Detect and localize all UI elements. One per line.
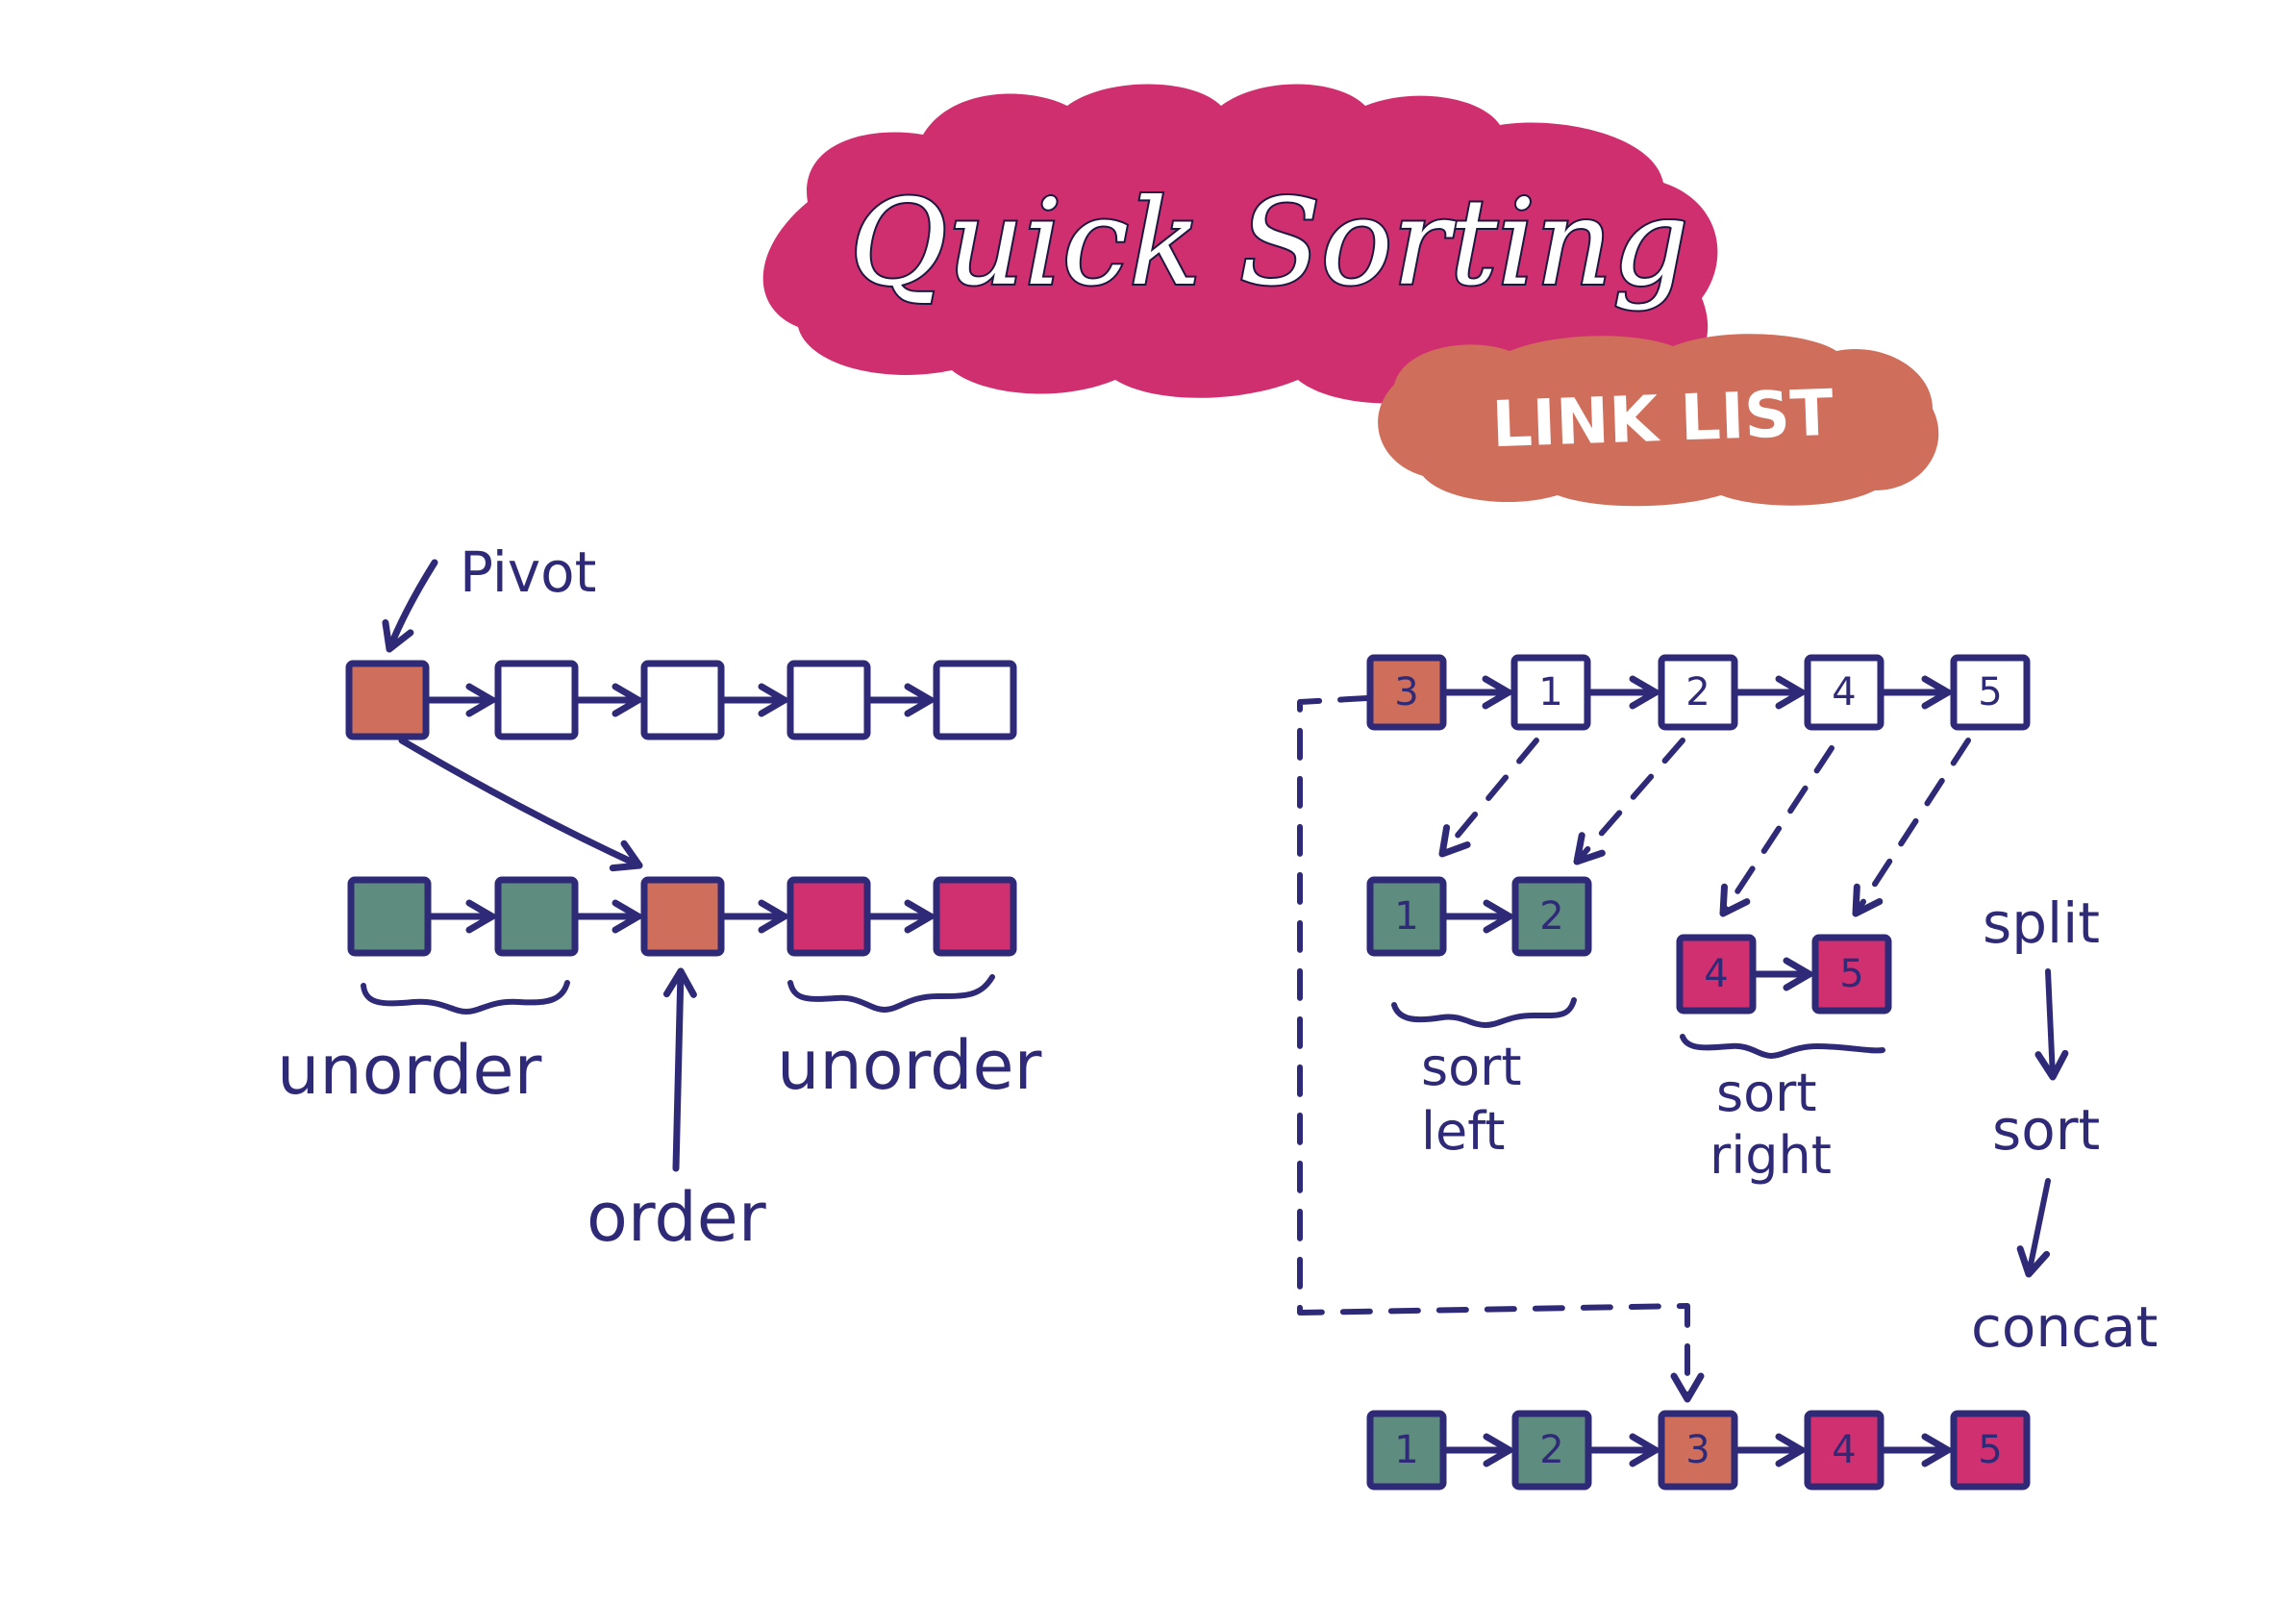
unsorted-list xyxy=(345,660,1017,740)
step-arrow xyxy=(2034,968,2069,1081)
result-node-label: 5 xyxy=(1978,1428,2002,1472)
right-node-label: 4 xyxy=(1704,952,1728,996)
list-node xyxy=(933,660,1017,740)
result-node-label: 2 xyxy=(1539,1428,1563,1472)
input-node xyxy=(1950,654,2031,731)
list-node xyxy=(786,660,871,740)
step-split-label: split xyxy=(1983,890,2100,956)
left-part-node xyxy=(1511,876,1592,957)
step-sort-label: sort xyxy=(1992,1097,2100,1163)
pivot-node xyxy=(345,660,430,740)
list-node xyxy=(640,660,725,740)
pivot-pointer-arrow xyxy=(382,559,438,653)
split-dashed-arrow xyxy=(1573,738,1685,865)
left-part-node xyxy=(494,876,579,957)
result-node-label: 1 xyxy=(1394,1428,1418,1472)
input-list: 3 1 2 4 5 xyxy=(1366,654,2031,731)
result-node-label: 4 xyxy=(1832,1428,1856,1472)
input-node-label: 4 xyxy=(1832,670,1856,714)
sort-left-brace xyxy=(1391,997,1577,1028)
title-text: Quick Sorting xyxy=(850,174,1689,313)
subtitle-blob xyxy=(1378,334,1939,507)
subtitle-text: LINK LIST xyxy=(1490,376,1834,462)
list-node xyxy=(494,660,579,740)
right-part-node xyxy=(786,876,871,957)
input-node-label: 1 xyxy=(1538,670,1562,714)
right-sublist: 4 5 xyxy=(1676,934,1892,1015)
sort-left-label-line2: left xyxy=(1421,1101,1505,1162)
steps-legend: split sort concat xyxy=(1971,890,2158,1360)
step-concat-label: concat xyxy=(1971,1294,2158,1360)
left-diagram: Pivot xyxy=(277,539,1042,1257)
order-label: order xyxy=(586,1178,766,1257)
result-node-right xyxy=(1950,1410,2031,1491)
right-part-node xyxy=(1811,934,1892,1015)
input-node-label: 3 xyxy=(1394,670,1418,714)
right-unorder-label: unorder xyxy=(777,1026,1042,1105)
right-brace xyxy=(787,974,995,1013)
split-dashed-arrow xyxy=(1852,738,1971,917)
pivot-label: Pivot xyxy=(460,539,596,605)
left-unorder-label: unorder xyxy=(277,1031,542,1110)
partitioned-list xyxy=(347,876,1017,957)
pivot-dashed-path xyxy=(1297,695,1705,1403)
sort-right-label-line1: sort xyxy=(1716,1063,1817,1123)
title-banner: Quick Sorting LINK LIST xyxy=(762,84,1939,507)
pivot-move-arrow xyxy=(398,737,643,872)
step-arrow xyxy=(2016,1178,2051,1278)
split-dashed-arrow xyxy=(1438,738,1539,858)
sort-left-label-line1: sort xyxy=(1421,1037,1522,1097)
left-node-label: 2 xyxy=(1539,894,1563,939)
sort-right-label-line2: right xyxy=(1710,1125,1832,1186)
right-part-node xyxy=(933,876,1017,957)
title-blob xyxy=(762,84,1718,408)
left-node-label: 1 xyxy=(1394,894,1418,939)
right-node-label: 5 xyxy=(1839,952,1863,996)
right-diagram: 3 1 2 4 5 1 2 sort xyxy=(1297,654,2031,1491)
order-pointer-arrow xyxy=(662,967,697,1172)
left-sublist: 1 2 xyxy=(1366,876,1592,957)
split-dashed-arrow xyxy=(1719,745,1834,917)
input-node-label: 5 xyxy=(1978,670,2002,714)
result-node-label: 3 xyxy=(1685,1428,1710,1472)
left-part-node xyxy=(347,876,432,957)
result-list: 1 2 3 4 5 xyxy=(1366,1410,2031,1491)
left-brace xyxy=(361,980,570,1015)
pivot-node xyxy=(640,876,725,957)
input-node-label: 2 xyxy=(1685,670,1710,714)
sort-right-brace xyxy=(1680,1034,1885,1059)
